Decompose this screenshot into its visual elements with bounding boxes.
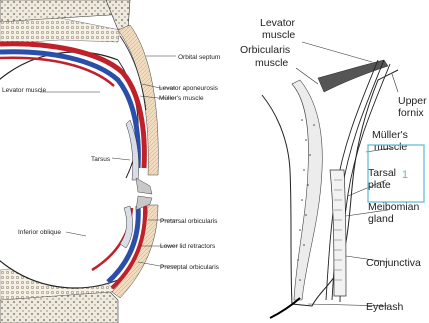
- orbicularis-muscle-region: [292, 80, 322, 300]
- label-tarsal-line1: Tarsal: [368, 167, 396, 179]
- left-diagram: Orbital septum Levator muscle Levator ap…: [0, 0, 220, 323]
- label-levator-line2: muscle: [262, 29, 295, 41]
- label-mullers-muscle-left: Müller's muscle: [159, 95, 204, 102]
- label-orbital-septum: Orbital septum: [178, 54, 220, 61]
- right-diagram: Levator muscle Orbicularis muscle Upper …: [240, 17, 427, 318]
- annotation-marker-number: 1: [402, 169, 408, 181]
- label-inferior-oblique: Inferior oblique: [18, 229, 61, 236]
- eyelash: [270, 298, 300, 318]
- label-tarsal-line2: plate: [368, 179, 391, 191]
- label-orbicularis-line1: Orbicularis: [240, 44, 290, 56]
- label-levator-aponeurosis: Levator aponeurosis: [159, 85, 219, 92]
- label-tarsus: Tarsus: [91, 156, 111, 163]
- label-levator-line1: Levator: [260, 17, 296, 29]
- label-preseptal-orbicularis: Preseptal orbicularis: [160, 264, 220, 271]
- label-upper-fornix-line1: Upper: [398, 95, 427, 107]
- label-meibomian-line1: Meibomian: [368, 201, 420, 213]
- label-lower-lid-retractors: Lower lid retractors: [160, 243, 216, 250]
- label-meibomian-line2: gland: [368, 213, 394, 225]
- label-orbicularis-line2: muscle: [255, 57, 288, 69]
- label-conjunctiva: Conjunctiva: [366, 257, 421, 269]
- tarsal-plate: [330, 170, 346, 296]
- label-mullers-line2: muscle: [374, 141, 407, 153]
- label-eyelash: Eyelash: [366, 301, 404, 313]
- label-pretarsal-orbicularis: Pretarsal orbicularis: [160, 218, 218, 225]
- label-levator-muscle-left: Levator muscle: [2, 87, 46, 94]
- label-upper-fornix-line2: fornix: [398, 107, 424, 119]
- label-mullers-line1: Müller's: [372, 129, 408, 141]
